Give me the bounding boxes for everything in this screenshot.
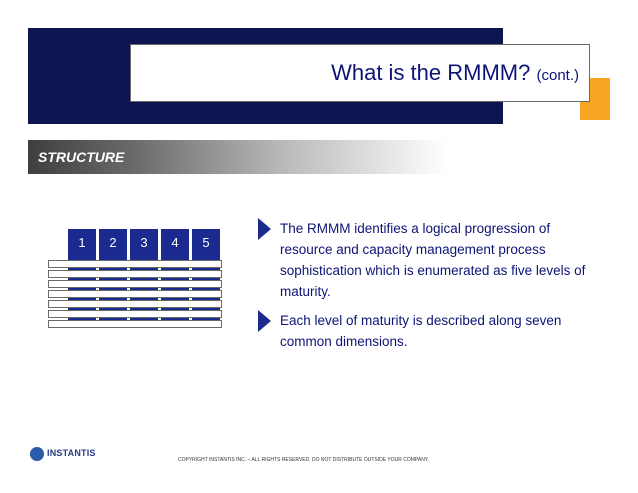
level-label: 2	[109, 235, 117, 250]
arrow-bullet-icon	[258, 310, 271, 332]
copyright-notice: COPYRIGHT INSTANTIS INC. – ALL RIGHTS RE…	[178, 457, 429, 463]
maturity-grid: 1 2 3 4 5	[46, 229, 226, 329]
dimension-row	[48, 290, 222, 298]
bullet-text: The RMMM identifies a logical progressio…	[280, 221, 586, 299]
level-label: 1	[78, 235, 86, 250]
company-logo: INSTANTIS	[30, 445, 100, 463]
dimension-row	[48, 270, 222, 278]
page-title: What is the RMMM? (cont.)	[331, 60, 579, 86]
level-label: 4	[171, 235, 179, 250]
dimension-row	[48, 280, 222, 288]
bullet-item: Each level of maturity is described alon…	[258, 310, 598, 352]
arrow-bullet-icon	[258, 218, 271, 240]
bullet-text: Each level of maturity is described alon…	[280, 313, 562, 349]
dimension-row	[48, 310, 222, 318]
title-box: What is the RMMM? (cont.)	[130, 44, 590, 102]
logo-mark-icon	[30, 447, 44, 461]
bullet-item: The RMMM identifies a logical progressio…	[258, 218, 598, 302]
bullet-list: The RMMM identifies a logical progressio…	[258, 218, 598, 360]
dimension-row	[48, 320, 222, 328]
level-label: 3	[140, 235, 148, 250]
logo-text: INSTANTIS	[47, 448, 96, 458]
section-band: STRUCTURE	[28, 140, 448, 174]
dimension-row	[48, 300, 222, 308]
page-title-suffix: (cont.)	[536, 67, 579, 84]
section-label: STRUCTURE	[38, 149, 125, 165]
page-title-main: What is the RMMM?	[331, 60, 531, 85]
level-label: 5	[202, 235, 210, 250]
dimension-row	[48, 260, 222, 268]
